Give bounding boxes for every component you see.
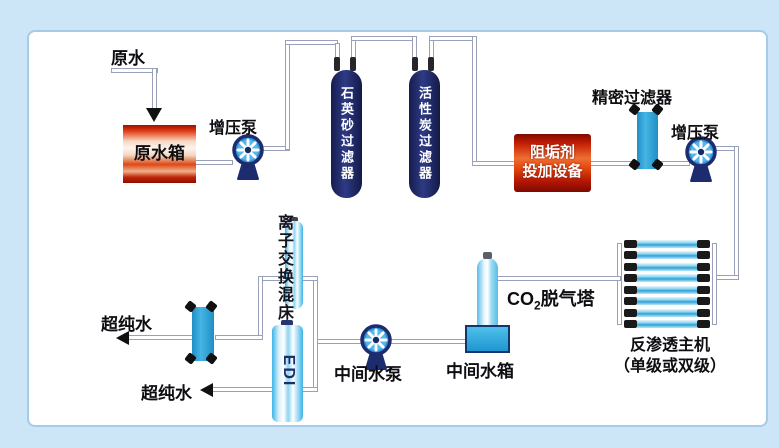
antiscalant-dosing-equipment: 阻垢剂 投加设备 xyxy=(514,134,591,192)
pipe-downcomer xyxy=(472,36,477,164)
raw-water-label: 原水 xyxy=(111,49,145,68)
mixed-bed-label: 离子交换混床 xyxy=(275,214,292,322)
carbon-filter-inlet-port xyxy=(412,57,418,71)
intermediate-tank-label: 中间水箱 xyxy=(446,362,514,381)
pipe-raw-inlet-h xyxy=(111,68,158,73)
pipe-top-run1 xyxy=(285,40,338,45)
pipe-mixedbed-drop xyxy=(258,276,263,340)
diagram-frame xyxy=(27,30,768,427)
arrow-left-icon xyxy=(200,383,213,397)
co2-tower-label: CO2脱气塔 xyxy=(507,289,595,313)
pipe-ultrapure-top xyxy=(128,335,194,340)
pipe-to-antiscalant xyxy=(472,161,516,166)
pipe-to-polish-filter xyxy=(215,335,263,340)
ultrapure-water-label-top: 超纯水 xyxy=(101,315,152,334)
pipe-right-downcomer xyxy=(734,146,739,280)
co2-degassing-tower xyxy=(477,258,498,330)
ro-membrane-tube xyxy=(624,240,710,248)
arrow-left-icon xyxy=(116,331,129,345)
pipe-polish-manifold xyxy=(313,277,318,392)
carbon-filter-outlet-port xyxy=(428,57,434,71)
activated-carbon-filter: 活性炭过滤器 xyxy=(409,70,440,198)
pipe-tank-to-pump1 xyxy=(195,160,233,165)
edi-label: EDI xyxy=(280,354,297,388)
raw-tank-label: 原水箱 xyxy=(134,143,185,163)
pipe-ro-to-tower xyxy=(497,276,621,281)
edi-module xyxy=(272,325,303,422)
polishing-filter xyxy=(192,307,214,361)
ro-membrane-tube xyxy=(624,263,710,271)
ro-membrane-tube xyxy=(624,297,710,305)
mixedbed-top-nub xyxy=(289,217,298,222)
booster-pump-1-label: 增压泵 xyxy=(209,120,258,137)
pipe-top-run2 xyxy=(429,36,477,41)
antiscalant-label-line2: 投加设备 xyxy=(522,163,583,180)
pipe-between-filters xyxy=(351,36,417,41)
pipe-ro-manifold-left xyxy=(617,243,622,325)
ro-membrane-tube xyxy=(624,320,710,328)
pipe-raw-inlet-v xyxy=(152,68,157,110)
ion-exchange-mixed-bed xyxy=(285,221,303,309)
ro-unit-label-line2: （单级或双级） xyxy=(613,358,726,375)
precision-filter-label: 精密过滤器 xyxy=(592,90,673,107)
ro-membrane-tube xyxy=(624,251,710,259)
antiscalant-label-line1: 阻垢剂 xyxy=(529,144,575,162)
pipe-pump3-out xyxy=(315,339,363,344)
quartz-filter-inlet-port xyxy=(334,57,340,71)
pipe-ro-manifold-right xyxy=(712,243,717,325)
intermediate-pump-label: 中间水泵 xyxy=(334,365,402,384)
ro-unit-label-line1: 反渗透主机 xyxy=(629,337,710,354)
pipe-tank-to-pump3 xyxy=(387,339,467,344)
tower-vent-nub xyxy=(483,252,492,259)
quartz-filter-outlet-port xyxy=(350,57,356,71)
raw-water-tank: 原水箱 xyxy=(123,125,196,183)
quartz-sand-filter: 石英砂过滤器 xyxy=(331,70,362,198)
ro-membrane-tube xyxy=(624,274,710,282)
arrow-down-icon xyxy=(146,108,162,122)
booster-pump-2-icon xyxy=(685,136,717,182)
pipe-pump1-riser xyxy=(285,40,290,150)
booster-pump-2-label: 增压泵 xyxy=(671,125,720,142)
edi-top-nub xyxy=(281,320,293,326)
ultrapure-water-label-bottom: 超纯水 xyxy=(141,384,192,403)
precision-filter xyxy=(637,112,658,169)
carbon-filter-label: 活性炭过滤器 xyxy=(417,86,432,182)
quartz-filter-label: 石英砂过滤器 xyxy=(339,86,354,182)
intermediate-pump-icon xyxy=(360,324,392,370)
ro-membrane-tube xyxy=(624,309,710,317)
intermediate-water-tank xyxy=(465,325,510,353)
ro-membrane-tube xyxy=(624,286,710,294)
booster-pump-1-icon xyxy=(232,134,264,180)
